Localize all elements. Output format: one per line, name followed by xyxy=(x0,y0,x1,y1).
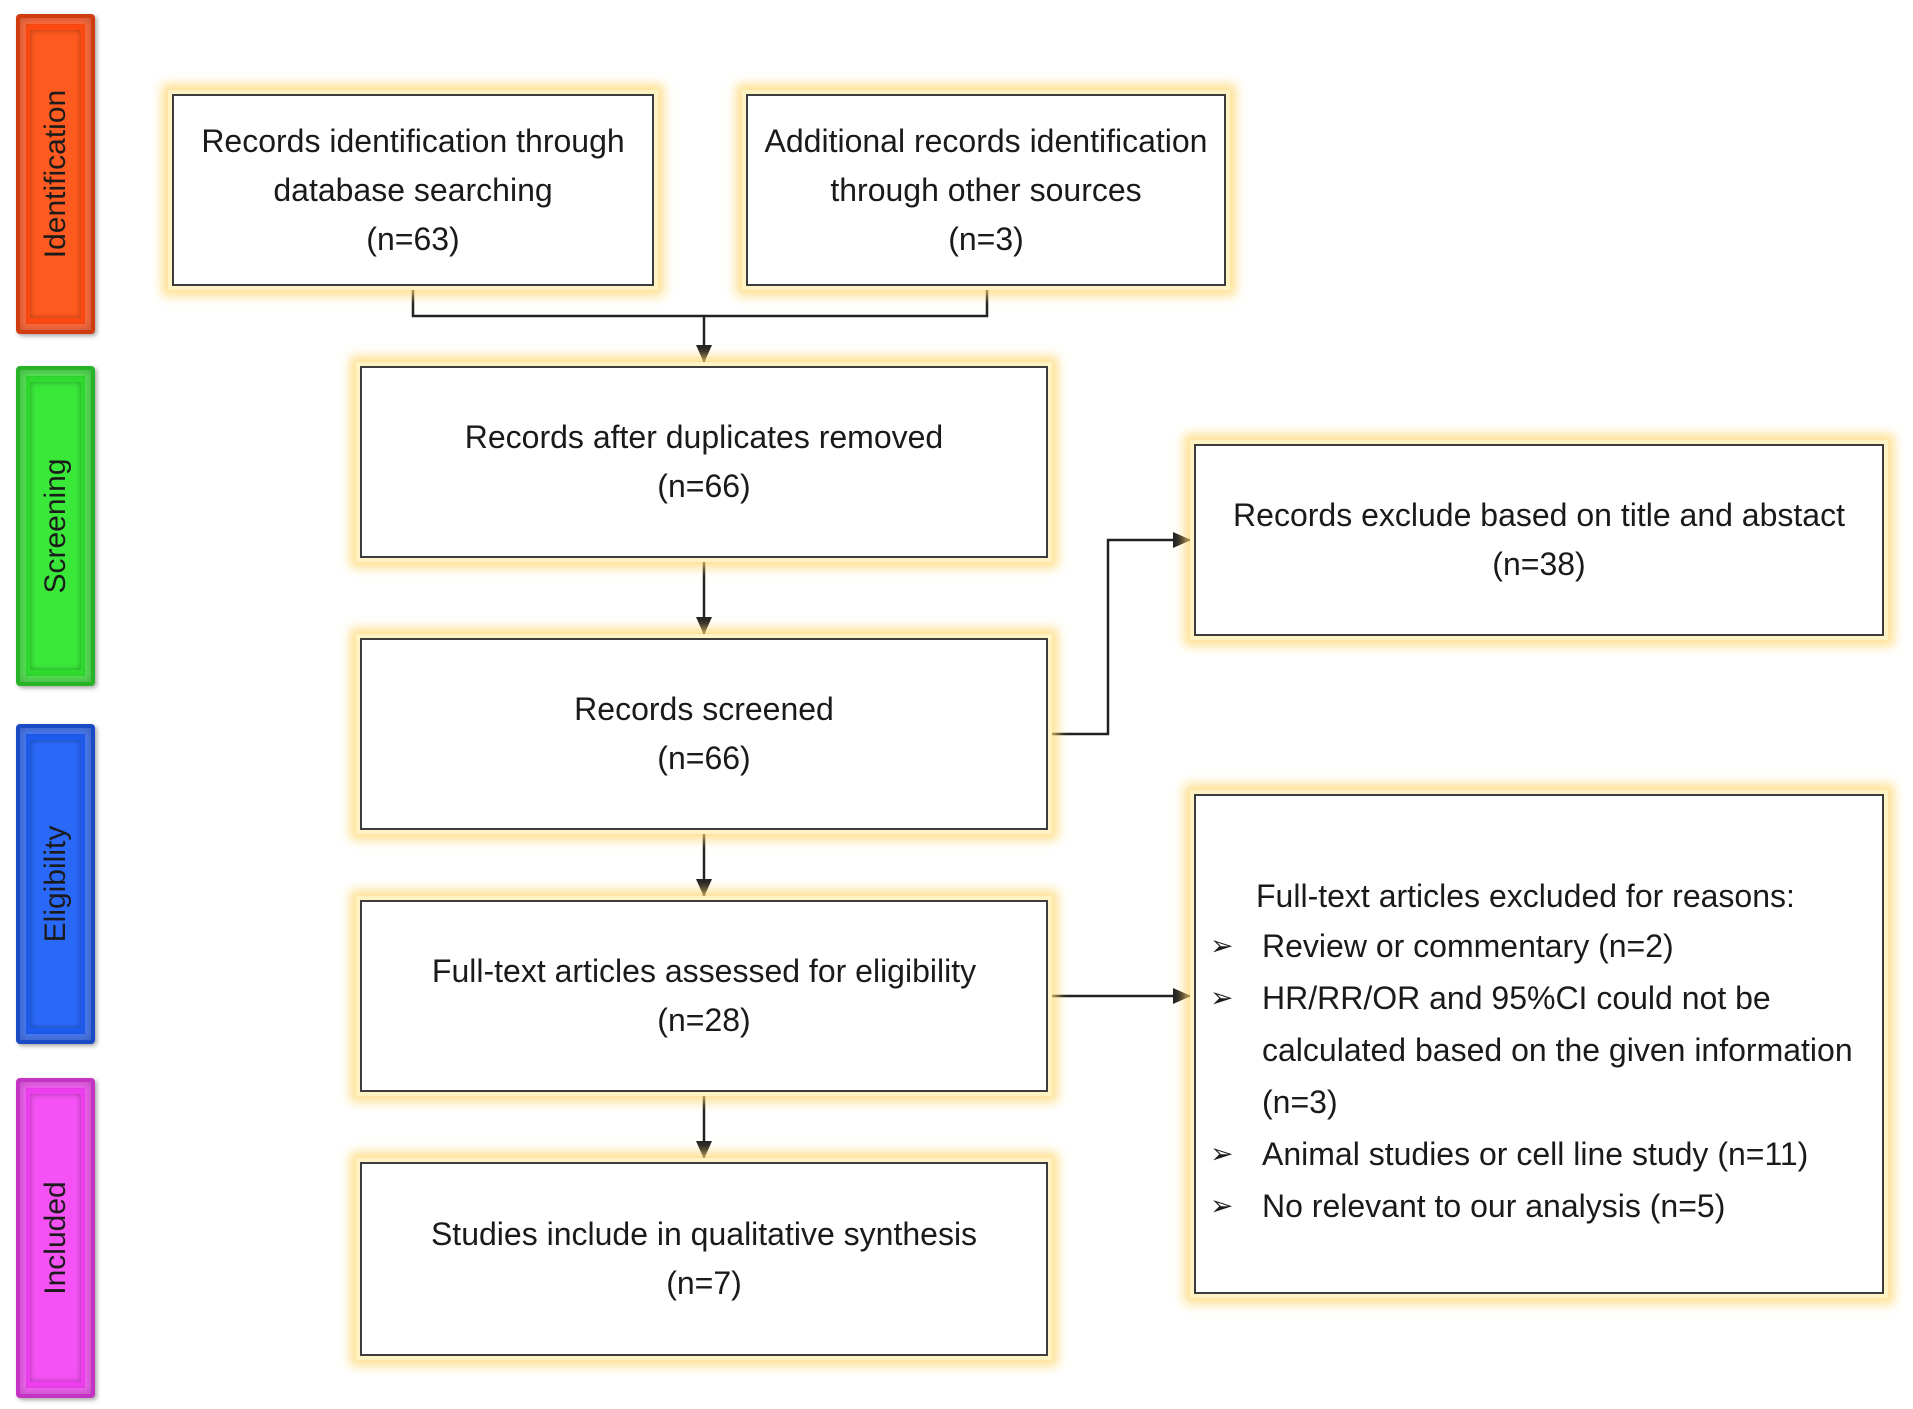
box-records-screened: Records screened (n=66) xyxy=(360,638,1048,830)
exclusion-reason-text: Review or commentary (n=2) xyxy=(1262,928,1674,964)
box-excluded-title-abstract: Records exclude based on title and absta… xyxy=(1194,444,1884,636)
exclusion-reason: ➢ No relevant to our analysis (n=5) xyxy=(1210,1180,1882,1232)
arrow-bullet-icon: ➢ xyxy=(1210,1138,1234,1169)
box-text: Records screened xyxy=(574,691,834,727)
box-studies-included: Studies include in qualitative synthesis… xyxy=(360,1162,1048,1356)
box-text: Studies include in qualitative synthesis xyxy=(430,1216,978,1252)
box-text: database searching xyxy=(273,171,553,208)
box-count: (n=3) xyxy=(948,220,1024,257)
stage-eligibility: Eligibility xyxy=(16,724,95,1044)
box-count: (n=28) xyxy=(657,1002,751,1038)
box-count: (n=66) xyxy=(657,468,751,504)
box-text: Full-text articles assessed for eligibil… xyxy=(431,953,977,989)
box-text: Records after duplicates removed xyxy=(464,419,944,455)
box-other-sources: Additional records identification throug… xyxy=(746,94,1226,286)
arrow-bullet-icon: ➢ xyxy=(1210,930,1234,961)
exclusion-reason-text: HR/RR/OR and 95%CI could not be calculat… xyxy=(1262,980,1853,1120)
box-text: Records identification through xyxy=(201,122,625,159)
box-count: (n=66) xyxy=(657,740,751,776)
exclusion-reason: ➢ HR/RR/OR and 95%CI could not be calcul… xyxy=(1210,972,1882,1128)
stage-included: Included xyxy=(16,1078,95,1398)
box-fulltext-assessed: Full-text articles assessed for eligibil… xyxy=(360,900,1048,1092)
arrow-bullet-icon: ➢ xyxy=(1210,1190,1234,1221)
arrow-bullet-icon: ➢ xyxy=(1210,982,1234,1013)
box-count: (n=7) xyxy=(666,1265,742,1301)
exclusion-reason: ➢ Review or commentary (n=2) xyxy=(1210,920,1882,972)
arrow-screened-to-excluded xyxy=(1048,532,1191,736)
box-after-duplicates: Records after duplicates removed (n=66) xyxy=(360,366,1048,558)
box-count: (n=63) xyxy=(366,220,460,257)
exclusion-reason-text: No relevant to our analysis (n=5) xyxy=(1262,1188,1726,1224)
box-database-search: Records identification through database … xyxy=(172,94,654,286)
exclusion-reason: ➢ Animal studies or cell line study (n=1… xyxy=(1210,1128,1882,1180)
excluded-reasons-title: Full-text articles excluded for reasons: xyxy=(1256,878,1795,914)
connector-database-merge xyxy=(411,286,989,318)
box-text: Additional records identification xyxy=(764,122,1208,159)
stage-screening: Screening xyxy=(16,366,95,686)
box-count: (n=38) xyxy=(1492,546,1586,582)
box-text: through other sources xyxy=(830,171,1142,208)
box-text: Records exclude based on title and absta… xyxy=(1233,497,1845,533)
box-excluded-fulltext: Full-text articles excluded for reasons:… xyxy=(1194,794,1884,1294)
stage-identification: Identification xyxy=(16,14,95,334)
exclusion-reason-text: Animal studies or cell line study (n=11) xyxy=(1262,1136,1809,1172)
